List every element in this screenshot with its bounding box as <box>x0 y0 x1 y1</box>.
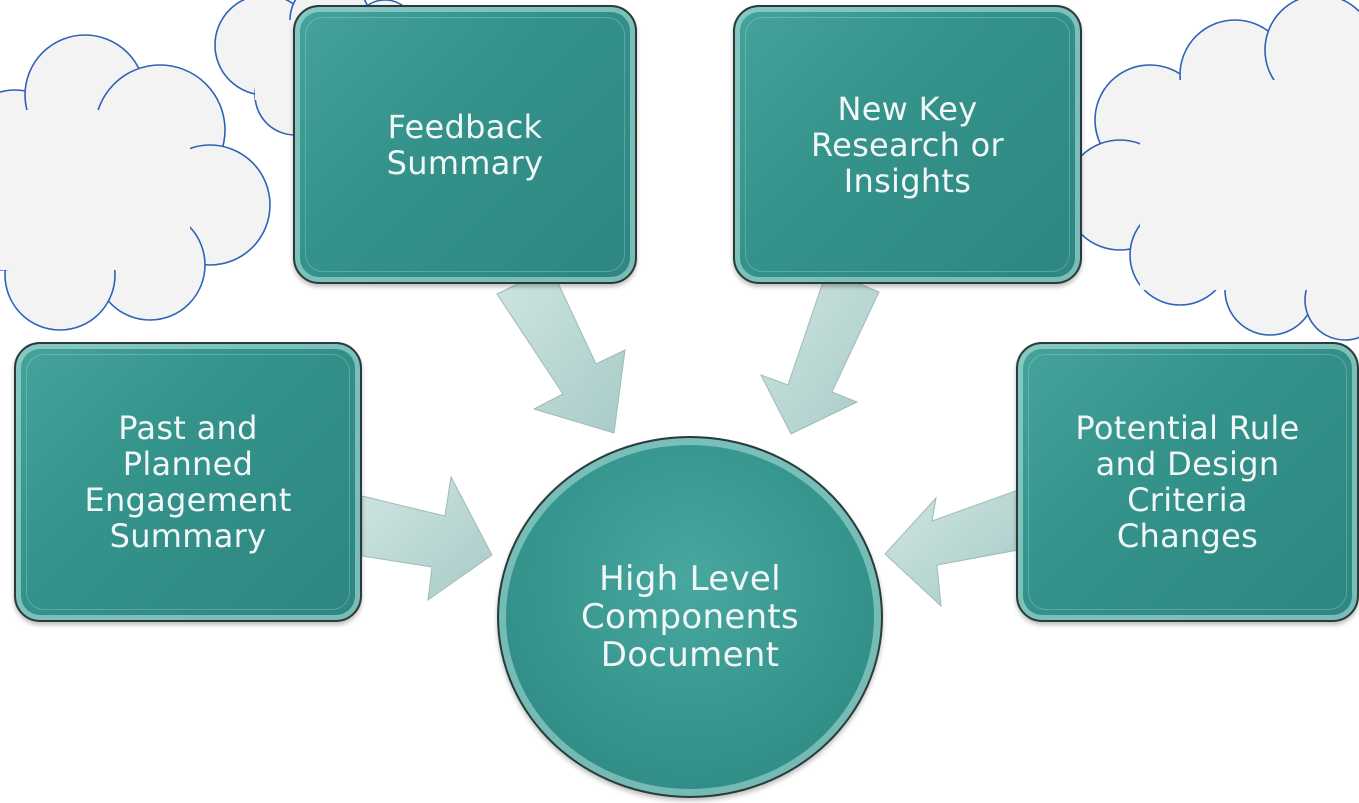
new-key-research-box: New Key Research or Insights <box>733 5 1082 284</box>
cloud-top-left-large <box>0 34 271 331</box>
arrow-rules-to-center <box>884 489 1019 608</box>
rule-design-changes-box: Potential Rule and Design Criteria Chang… <box>1016 342 1359 622</box>
high-level-components-circle: High Level Components Document <box>497 436 883 798</box>
rule-design-changes-label: Potential Rule and Design Criteria Chang… <box>1075 409 1300 555</box>
arrow-feedback-to-center <box>496 267 626 434</box>
arrow-research-to-center <box>759 269 880 435</box>
engagement-summary-box: Past and Planned Engagement Summary <box>14 342 362 622</box>
arrow-engagement-to-center <box>361 475 493 602</box>
high-level-components-label: High Level Components Document <box>580 559 800 675</box>
feedback-summary-box: Feedback Summary <box>293 5 637 284</box>
cloud-right <box>1064 0 1359 341</box>
engagement-summary-label: Past and Planned Engagement Summary <box>84 409 292 555</box>
new-key-research-label: New Key Research or Insights <box>811 89 1004 200</box>
feedback-summary-label: Feedback Summary <box>386 107 544 182</box>
